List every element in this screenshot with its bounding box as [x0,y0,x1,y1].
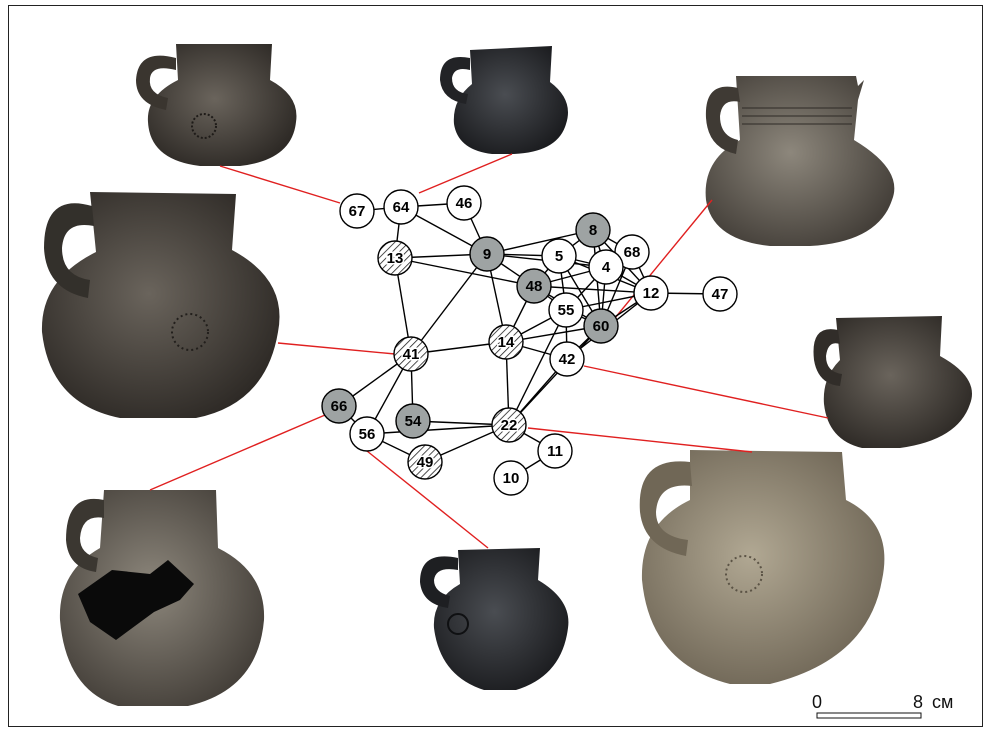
node-5: 5 [542,239,576,273]
node-label: 68 [624,244,641,261]
node-label: 4 [602,259,611,276]
node-label: 55 [558,302,575,319]
node-9: 9 [470,237,504,271]
leader-line-67 [220,166,340,203]
node-12: 12 [634,276,668,310]
node-label: 9 [483,246,491,263]
node-48: 48 [517,269,551,303]
node-label: 13 [387,250,404,267]
node-10: 10 [494,461,528,495]
node-55: 55 [549,293,583,327]
node-64: 64 [384,190,418,224]
node-label: 14 [498,334,515,351]
leader-line-41 [278,343,395,354]
node-label: 64 [393,199,410,216]
node-label: 47 [712,286,729,303]
vessel-bottom-left [60,490,264,706]
node-42: 42 [550,342,584,376]
node-46: 46 [447,186,481,220]
scale-bar: 0 8 см [812,692,953,718]
node-49: 49 [408,445,442,479]
node-14: 14 [489,325,523,359]
vessel-bottom-right [640,450,885,684]
vessel-top-center [440,46,568,154]
node-label: 12 [643,285,660,302]
node-67: 67 [340,194,374,228]
node-label: 11 [547,443,563,460]
node-label: 67 [349,203,366,220]
node-label: 42 [559,351,576,368]
node-label: 10 [503,470,520,487]
node-label: 46 [456,195,473,212]
leader-line-66 [150,415,325,490]
node-22: 22 [492,408,526,442]
node-54: 54 [396,404,430,438]
vessel-middle-right [814,316,973,448]
scale-start-label: 0 [812,692,822,712]
node-60: 60 [584,309,618,343]
node-4: 4 [589,250,623,284]
scale-unit-label: см [932,692,953,712]
node-label: 49 [417,454,434,471]
scale-bar-rect [817,713,921,718]
node-label: 66 [331,398,348,415]
scale-end-label: 8 [913,692,923,712]
node-56: 56 [350,417,384,451]
vessel-bottom-center [420,548,568,690]
node-label: 5 [555,248,563,265]
node-label: 56 [359,426,376,443]
node-label: 54 [405,413,422,430]
node-66: 66 [322,389,356,423]
node-label: 22 [501,417,518,434]
node-11: 11 [538,434,572,468]
edge-56-22 [367,425,509,434]
node-47: 47 [703,277,737,311]
node-label: 48 [526,278,543,295]
vessel-top-right [706,76,895,246]
vessel-top-left [136,44,296,166]
node-label: 60 [593,318,610,335]
node-label: 41 [403,346,420,363]
node-41: 41 [394,337,428,371]
leader-line-42 [584,366,828,418]
node-label: 8 [589,222,597,239]
node-8: 8 [576,213,610,247]
node-13: 13 [378,241,412,275]
network-nodes: 67 64 46 13 9 5 8 68 4 48 12 47 55 60 14 42 41 66 54 56 22 11… [322,186,737,495]
vessel-middle-left [42,192,280,418]
